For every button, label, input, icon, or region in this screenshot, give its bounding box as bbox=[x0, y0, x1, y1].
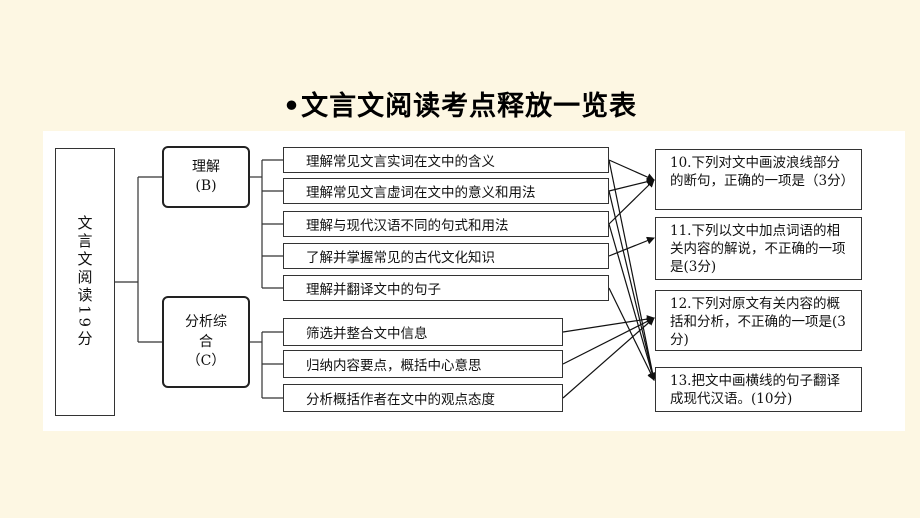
root-node: 文言文阅读19分 bbox=[55, 148, 115, 416]
arrow-sub1-q10 bbox=[608, 159, 655, 181]
sub-item-8: 分析概括作者在文中的观点态度 bbox=[283, 384, 563, 412]
arrow-sub7-q12 bbox=[562, 317, 655, 365]
root-label: 文言文阅读19分 bbox=[75, 215, 94, 349]
sub-item-4: 了解并掌握常见的古代文化知识 bbox=[283, 243, 609, 269]
branch-understand-code: (B) bbox=[195, 178, 217, 194]
branch-analyze: 分析综合 （C） bbox=[162, 296, 250, 388]
arrow-sub3-q10 bbox=[608, 179, 655, 225]
question-box-11: 11.下列以文中加点词语的相关内容的解说，不正确的一项是(3分) bbox=[655, 217, 862, 280]
sub-item-7: 归纳内容要点，概括中心意思 bbox=[283, 350, 563, 378]
arrow-sub3-q13 bbox=[608, 223, 656, 381]
arrow-sub6-q12 bbox=[562, 315, 655, 333]
arrow-sub2-q10 bbox=[608, 177, 655, 192]
branch-analyze-name: 分析综合 bbox=[184, 313, 227, 350]
sub-item-1: 理解常见文言实词在文中的含义 bbox=[283, 147, 609, 173]
sub-item-3: 理解与现代汉语不同的句式和用法 bbox=[283, 211, 609, 237]
question-box-13: 13.把文中画横线的句子翻译成现代汉语。(10分) bbox=[655, 367, 862, 412]
page-title: •文言文阅读考点释放一览表 bbox=[282, 91, 638, 122]
arrow-sub8-q12 bbox=[562, 317, 655, 399]
sub-item-5: 理解并翻译文中的句子 bbox=[283, 275, 609, 301]
branch-understand-name: 理解 bbox=[192, 159, 220, 176]
arrow-sub5-q13 bbox=[608, 287, 655, 381]
branch-analyze-code: （C） bbox=[186, 353, 226, 370]
branch-understand: 理解 (B) bbox=[162, 146, 250, 208]
sub-item-2: 理解常见文言虚词在文中的意义和用法 bbox=[283, 178, 609, 204]
arrow-sub4-q11 bbox=[608, 236, 655, 257]
question-box-10: 10.下列对文中画波浪线部分的断句，正确的一项是（3分） bbox=[655, 149, 862, 210]
sub-item-6: 筛选并整合文中信息 bbox=[283, 318, 563, 346]
question-box-12: 12.下列对原文有关内容的概括和分析，不正确的一项是(3分) bbox=[655, 290, 862, 351]
arrow-sub1-q13 bbox=[608, 159, 657, 381]
arrow-sub2-q13 bbox=[608, 190, 657, 381]
